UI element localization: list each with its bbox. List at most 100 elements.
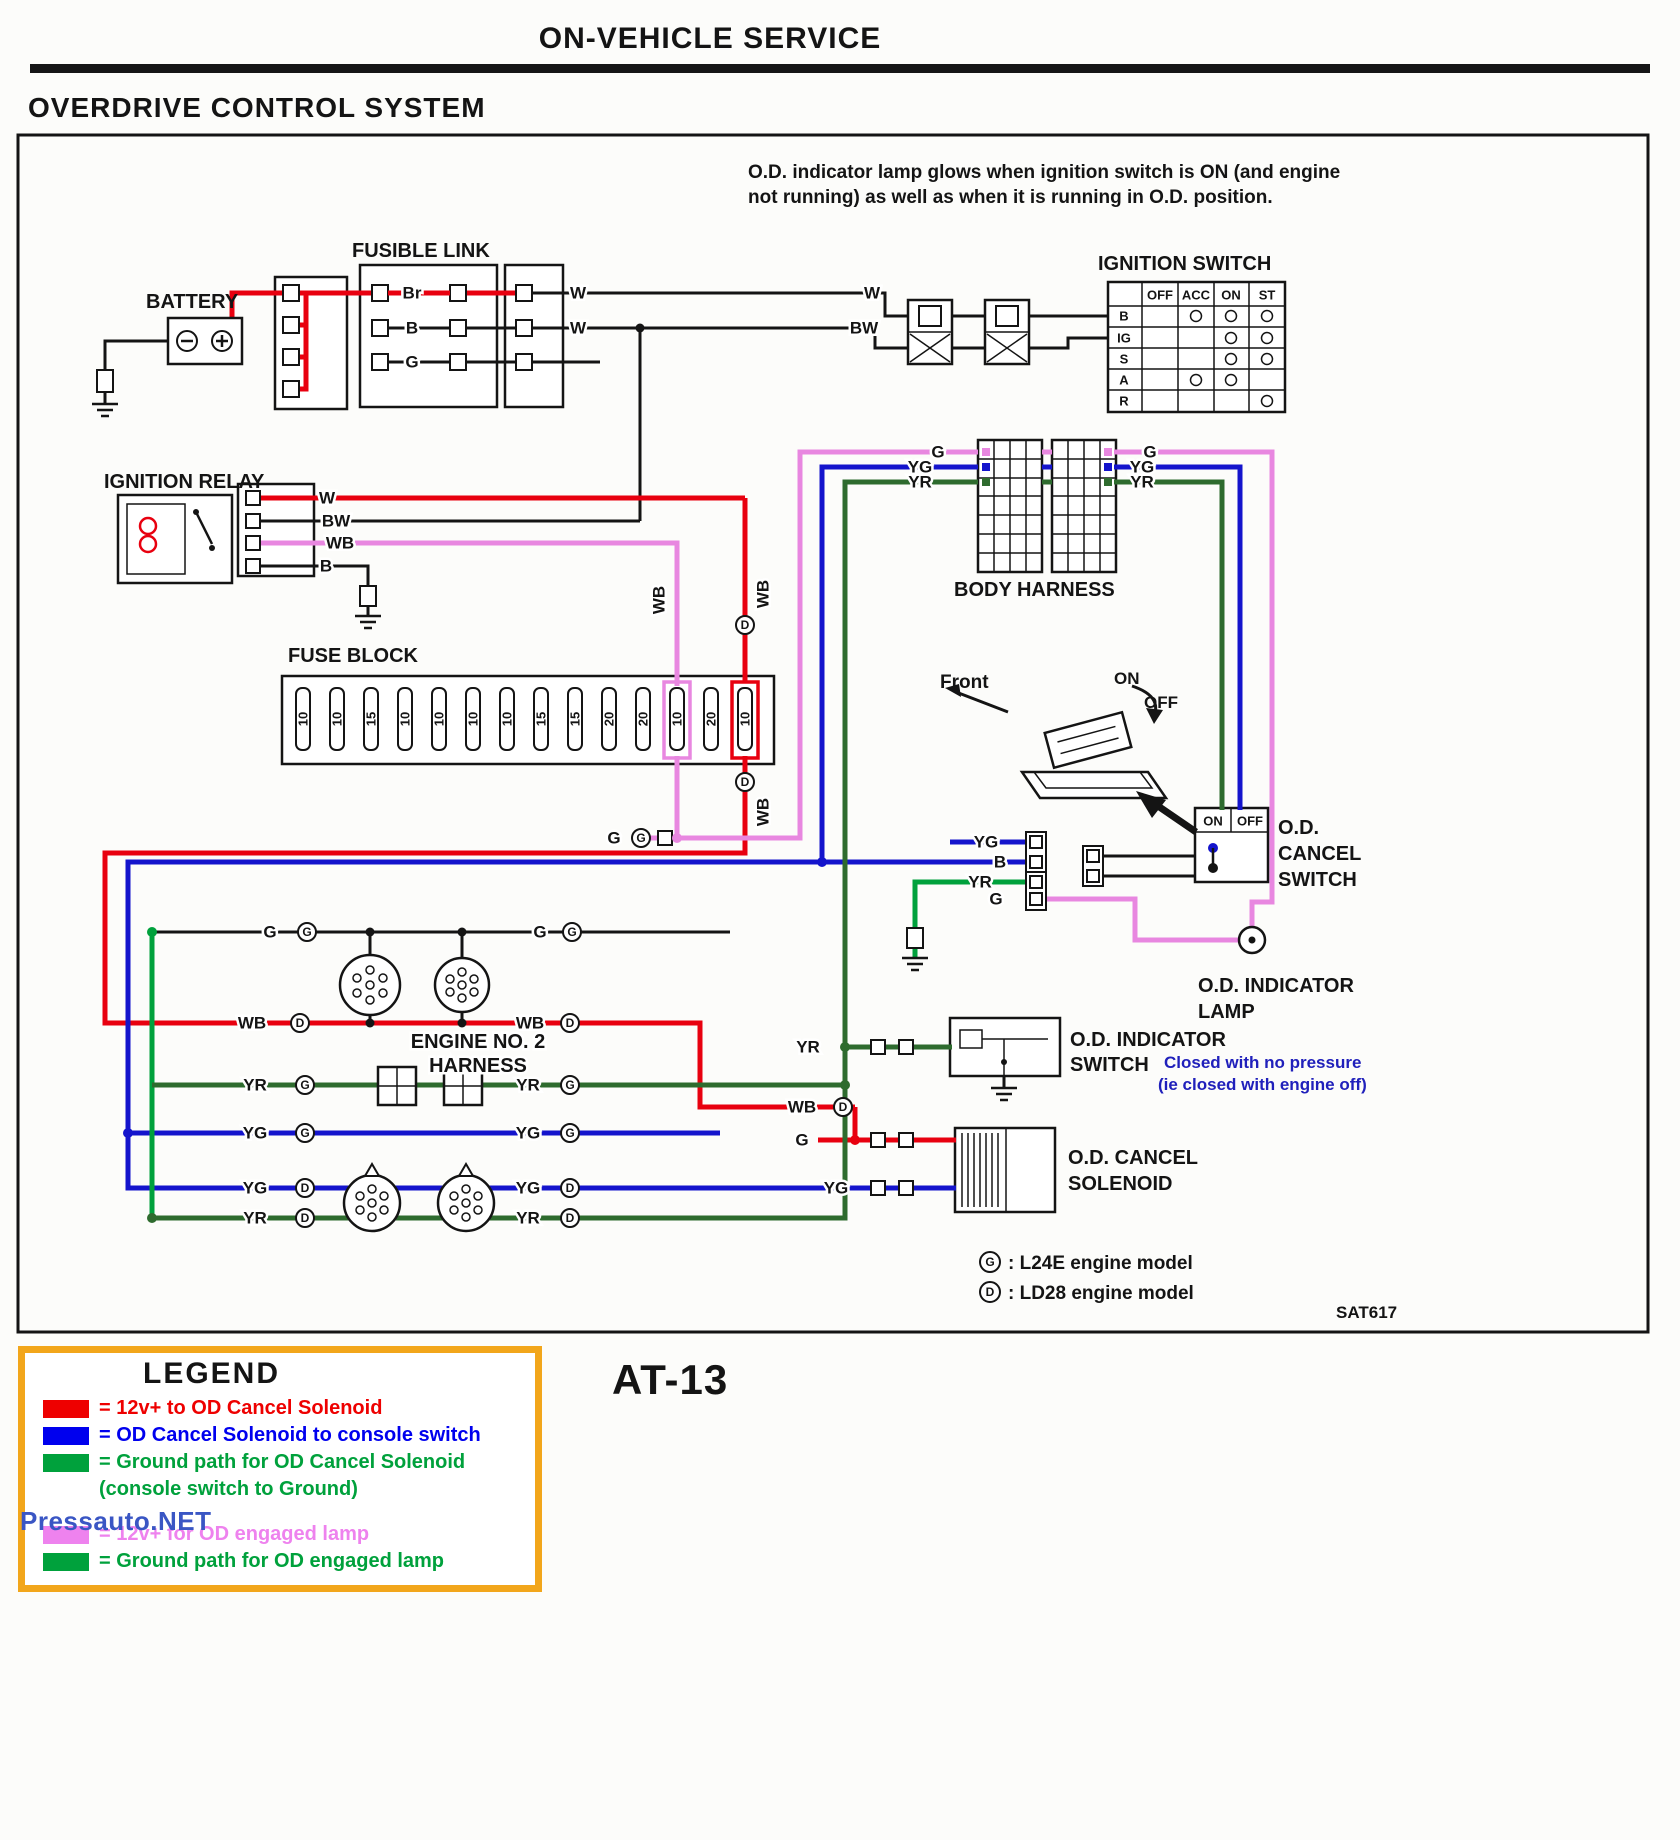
svg-text:15: 15	[534, 712, 549, 726]
svg-text:D: D	[296, 1016, 305, 1030]
legend-swatch-blue	[43, 1426, 89, 1445]
svg-text:ON: ON	[1114, 669, 1140, 688]
console-switch-drawing	[945, 684, 1198, 835]
fusible-link-block	[371, 284, 533, 371]
svg-text:D: D	[566, 1016, 575, 1030]
engine-model-notes: G : L24E engine model D : LD28 engine mo…	[979, 1251, 1397, 1322]
svg-text:HARNESS: HARNESS	[429, 1055, 527, 1077]
legend-item: = Ground path for OD Cancel Solenoid	[43, 1451, 535, 1474]
svg-text:D: D	[741, 775, 750, 789]
svg-text:WB: WB	[788, 1098, 816, 1117]
legend-title: LEGEND	[143, 1357, 281, 1390]
svg-text:YR: YR	[516, 1209, 540, 1228]
svg-text:D: D	[986, 1285, 995, 1299]
page-header: ON-VEHICLE SERVICE	[538, 22, 882, 55]
svg-text:10: 10	[670, 712, 685, 726]
svg-text:CANCEL: CANCEL	[1278, 843, 1361, 865]
page-code: AT-13	[612, 1356, 729, 1403]
svg-text:ST: ST	[1259, 288, 1276, 303]
svg-text:ON: ON	[1203, 814, 1223, 829]
svg-text:O.D. CANCEL: O.D. CANCEL	[1068, 1147, 1198, 1169]
svg-text:YR: YR	[796, 1038, 820, 1057]
svg-text:D: D	[301, 1181, 310, 1195]
svg-text:20: 20	[704, 712, 719, 726]
svg-text:G: G	[636, 831, 645, 845]
svg-text:YR: YR	[516, 1076, 540, 1095]
wires-blue	[125, 464, 1243, 1191]
svg-text:YR: YR	[243, 1209, 267, 1228]
d-model-note: : LD28 engine model	[1008, 1283, 1194, 1304]
wiring-diagram: O.D. indicator lamp glows when ignition …	[16, 133, 1650, 1334]
wires-black	[92, 291, 1195, 1102]
note-line1: O.D. indicator lamp glows when ignition …	[748, 162, 1340, 183]
svg-text:G: G	[567, 925, 576, 939]
legend-swatch-red	[43, 1399, 89, 1418]
svg-text:B: B	[994, 853, 1006, 872]
switch-note-1: Closed with no pressure	[1164, 1053, 1361, 1072]
battery-label: BATTERY	[146, 291, 239, 313]
svg-text:10: 10	[738, 712, 753, 726]
legend-box: LEGEND = 12v+ to OD Cancel Solenoid = OD…	[18, 1346, 542, 1592]
ignition-relay-symbol	[126, 490, 377, 607]
svg-text:W: W	[319, 489, 336, 508]
svg-text:O.D.: O.D.	[1278, 817, 1319, 839]
svg-text:YG: YG	[824, 1179, 849, 1198]
svg-text:YG: YG	[908, 458, 933, 477]
svg-text:WB: WB	[650, 586, 669, 614]
svg-text:G: G	[565, 1126, 574, 1140]
legend-item: = 12v+ to OD Cancel Solenoid	[43, 1397, 535, 1420]
legend-item: = OD Cancel Solenoid to console switch	[43, 1424, 535, 1447]
svg-text:10: 10	[330, 712, 345, 726]
svg-text:G: G	[565, 1078, 574, 1092]
wires-dark-green	[152, 479, 1225, 1221]
svg-text:G: G	[985, 1255, 994, 1269]
svg-text:YG: YG	[974, 833, 999, 852]
svg-text:B: B	[320, 557, 332, 576]
svg-text:G: G	[300, 1078, 309, 1092]
watermark: Pressauto.NET	[20, 1506, 212, 1536]
terminal-circles: G G D D G G G G D D D D D G D D	[290, 615, 853, 1228]
note-line2: not running) as well as when it is runni…	[748, 187, 1273, 208]
svg-text:D: D	[301, 1211, 310, 1225]
svg-text:OFF: OFF	[1147, 288, 1173, 303]
svg-text:G: G	[302, 925, 311, 939]
legend-item: = 12v+ for OD engaged lamp	[43, 1523, 535, 1546]
svg-text:B: B	[406, 319, 418, 338]
svg-text:Front: Front	[940, 672, 989, 693]
svg-text:G: G	[300, 1126, 309, 1140]
svg-text:A: A	[1119, 373, 1129, 388]
wires-green	[149, 879, 1026, 1218]
svg-text:SOLENOID: SOLENOID	[1068, 1173, 1172, 1195]
engine-harness-round-connectors	[338, 953, 496, 1233]
svg-text:D: D	[566, 1211, 575, 1225]
svg-text:YG: YG	[243, 1179, 268, 1198]
svg-text:D: D	[741, 618, 750, 632]
svg-text:YR: YR	[1130, 473, 1154, 492]
svg-text:W: W	[864, 284, 881, 303]
svg-text:G: G	[795, 1131, 808, 1150]
svg-text:G: G	[931, 443, 944, 462]
svg-text:10: 10	[500, 712, 515, 726]
legend-item-continuation: (console switch to Ground)	[99, 1478, 358, 1500]
fuse-block-label: FUSE BLOCK	[288, 645, 419, 667]
battery-symbol	[96, 316, 244, 393]
svg-text:OFF: OFF	[1144, 693, 1178, 712]
svg-text:SWITCH: SWITCH	[1278, 869, 1357, 891]
fuse-block-symbol: 10 10 15 10 10 10 10 15 15 20 20 10 20 1…	[295, 687, 753, 751]
svg-text:YR: YR	[243, 1076, 267, 1095]
svg-text:D: D	[839, 1100, 848, 1114]
svg-text:YG: YG	[516, 1179, 541, 1198]
legend-swatch-green2	[43, 1552, 89, 1571]
legend-swatch-green	[43, 1453, 89, 1472]
ignition-switch-table	[1106, 280, 1287, 414]
diagram-border	[16, 133, 1650, 1334]
svg-text:20: 20	[636, 712, 651, 726]
svg-text:YR: YR	[968, 873, 992, 892]
wire-labels: Br B G W W W BW W BW WB B WB WB WB G G G…	[235, 281, 1159, 1230]
svg-text:S: S	[1120, 352, 1129, 367]
svg-text:20: 20	[602, 712, 617, 726]
svg-text:10: 10	[466, 712, 481, 726]
svg-text:WB: WB	[754, 798, 773, 826]
svg-text:W: W	[570, 284, 587, 303]
svg-text:LAMP: LAMP	[1198, 1001, 1255, 1023]
